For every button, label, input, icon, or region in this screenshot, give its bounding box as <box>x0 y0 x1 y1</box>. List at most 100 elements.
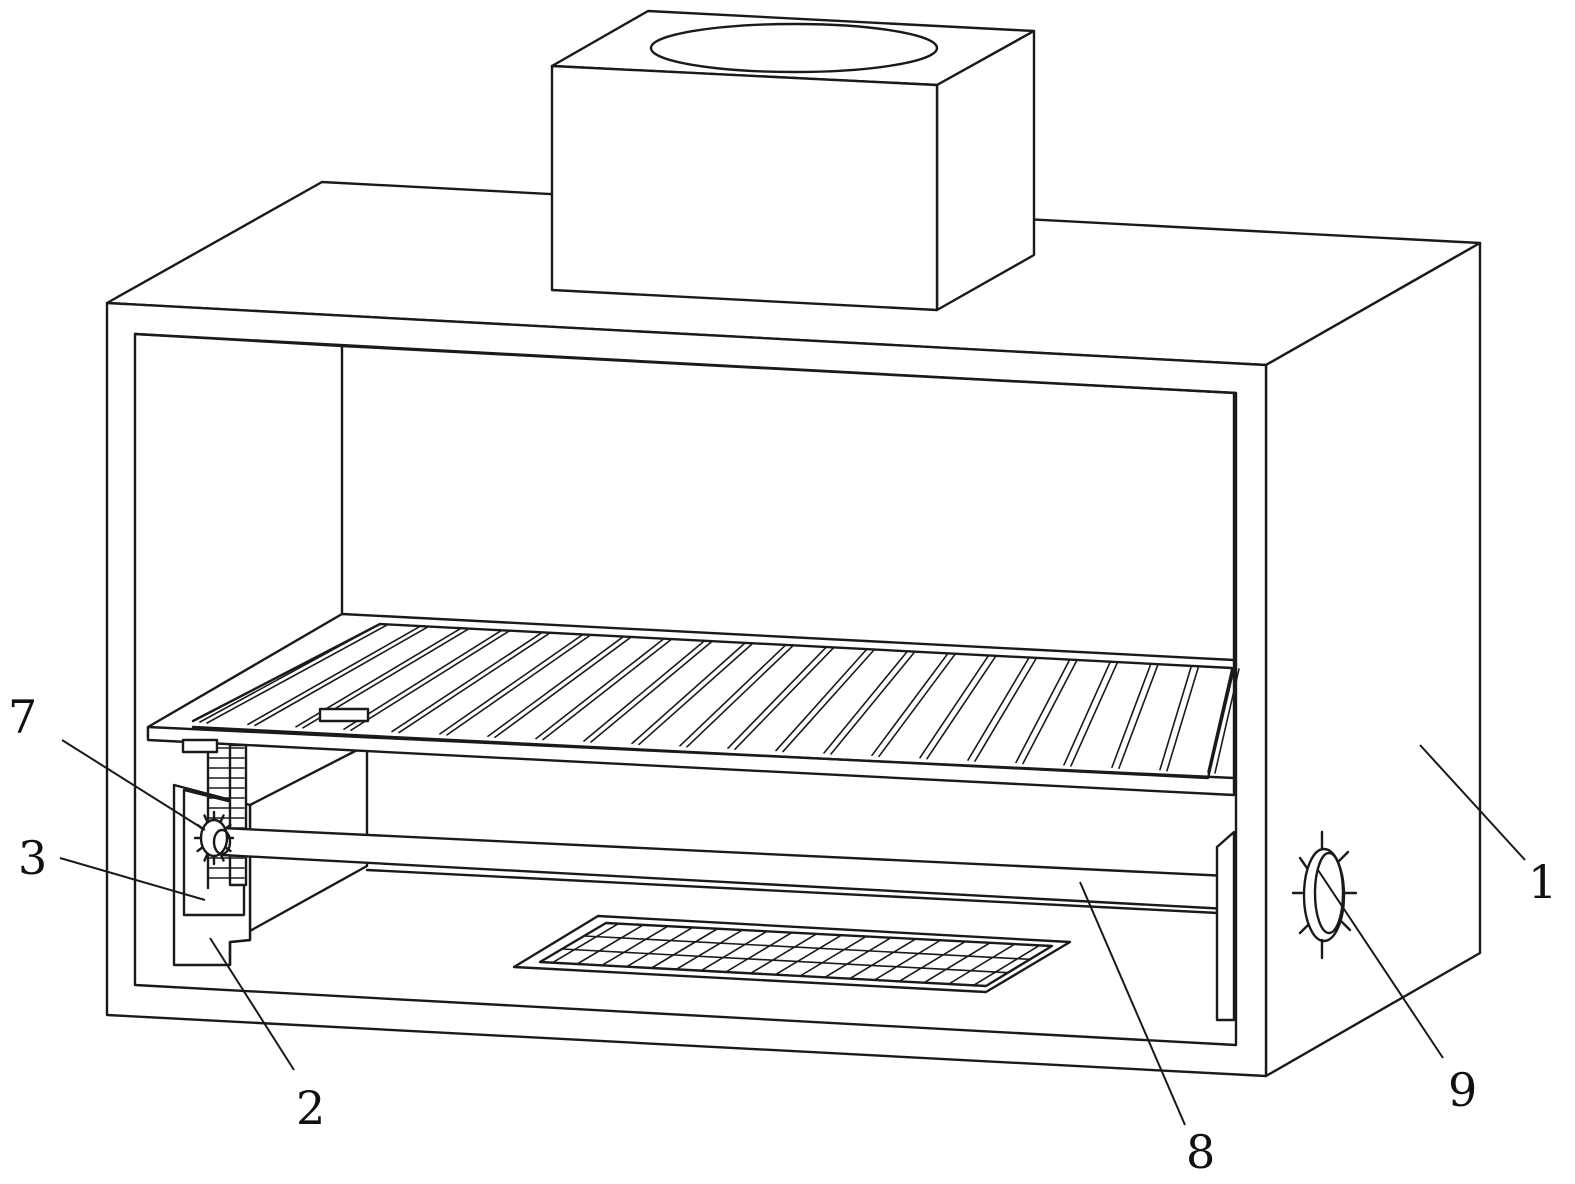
grille-slat <box>898 940 967 983</box>
grille-slat <box>824 936 892 979</box>
tray-slat <box>727 646 828 749</box>
tray-slat <box>871 652 949 757</box>
tray-slat <box>823 650 909 754</box>
tray-slat-edge <box>638 643 753 746</box>
handwheel-spokes <box>1291 830 1358 960</box>
drying-tray <box>146 612 1240 797</box>
leader-3 <box>59 857 206 901</box>
tray-slat <box>775 648 868 752</box>
leader-8 <box>1079 881 1186 1126</box>
tray-slat-edge <box>494 636 632 739</box>
bottom-grille <box>512 914 1072 994</box>
callout-1: 1 <box>1528 855 1557 909</box>
grille-slat <box>749 933 818 975</box>
tray-slat <box>1111 663 1152 769</box>
rack-bar <box>228 743 248 887</box>
shaft-right-block <box>1215 830 1236 1022</box>
tray-slat <box>343 629 503 730</box>
grille-slat <box>650 927 719 969</box>
tray-slat <box>631 642 746 745</box>
grille-slats <box>551 922 1041 987</box>
tray-slat-edge <box>1166 666 1200 772</box>
tray-slat-edge <box>254 626 429 727</box>
callout-3: 3 <box>18 831 47 885</box>
grille-slat <box>551 922 620 964</box>
back-top-edge <box>133 332 344 348</box>
handwheel <box>1291 830 1358 960</box>
tray-slat <box>487 635 625 738</box>
handwheel-knob <box>1298 856 1309 870</box>
gear <box>193 810 235 866</box>
shaft-lower-edge <box>365 868 1220 915</box>
tray-slat-edge <box>542 638 672 741</box>
leader-9 <box>1317 869 1444 1059</box>
tray-slat <box>1207 667 1233 773</box>
tray-slat-edge <box>686 645 794 748</box>
handwheel-knob <box>1338 918 1352 932</box>
tray-slat <box>679 644 787 747</box>
rotating-shaft <box>220 826 1236 1022</box>
handwheel-knob <box>1336 850 1350 864</box>
tray-slat <box>1063 660 1112 766</box>
leader-7 <box>61 739 206 831</box>
top-housing-opening <box>649 22 939 74</box>
gear-axle <box>212 828 232 856</box>
handwheel-knob <box>1298 923 1310 935</box>
tray-slat-edge <box>1118 664 1159 770</box>
tray-slat <box>439 633 584 735</box>
tray-slats <box>199 623 1240 774</box>
grille-slat <box>725 931 793 973</box>
tray-slat-edge <box>734 647 835 750</box>
tray-slat <box>199 623 381 723</box>
tray-slider <box>318 707 370 723</box>
grille-slat <box>873 939 942 981</box>
grille-slat <box>675 929 744 971</box>
tray-slat-edge <box>926 655 997 760</box>
callout-7: 7 <box>8 690 37 744</box>
grille-slat <box>700 930 768 972</box>
tray-slat <box>1159 665 1193 771</box>
grille-slat <box>972 944 1041 987</box>
grille-crossbar <box>583 935 1031 961</box>
grille-slat <box>576 924 644 965</box>
grille-crossbar <box>561 948 1009 974</box>
grille-slat <box>923 942 991 984</box>
grille-slat <box>774 934 843 976</box>
callout-9: 9 <box>1448 1063 1477 1117</box>
tray-slat <box>247 625 422 726</box>
grille-slat <box>848 938 917 980</box>
tray-slat-edge <box>446 634 591 736</box>
tray-slat-edge <box>1070 661 1119 767</box>
tray-slat <box>919 654 990 759</box>
tray-slat-edge <box>1022 659 1078 765</box>
callout-8: 8 <box>1186 1125 1215 1179</box>
leader-lines <box>59 739 1526 1126</box>
tray-slat-edge <box>974 657 1037 762</box>
grille-slat <box>799 935 867 977</box>
tray-slat-edge <box>590 640 713 743</box>
grille-slat <box>948 943 1016 985</box>
callout-labels: 1 2 3 7 8 9 <box>8 690 1557 1179</box>
tray-slat-edge <box>1214 668 1240 774</box>
tray-bracket <box>181 738 219 754</box>
tray-slat <box>967 656 1030 761</box>
top-housing <box>550 9 1036 312</box>
tray-slat-edge <box>878 653 956 758</box>
tray-slat-edge <box>206 624 388 724</box>
tray-slat-edge <box>398 632 551 734</box>
tray-slat <box>391 631 544 733</box>
grille-slat <box>625 926 694 968</box>
callout-2: 2 <box>296 1081 325 1135</box>
tray-slat-edge <box>830 651 916 755</box>
top-housing-front <box>550 64 939 312</box>
tray-slat <box>1015 658 1071 764</box>
tray-slat <box>583 639 706 742</box>
grille-slat <box>601 925 669 967</box>
leader-2 <box>209 937 295 1071</box>
back-wall-top <box>340 344 1238 395</box>
tray-slat <box>535 637 665 740</box>
leader-1 <box>1419 744 1526 861</box>
tray-slat-edge <box>350 630 510 731</box>
tray-slat-edge <box>782 649 875 753</box>
